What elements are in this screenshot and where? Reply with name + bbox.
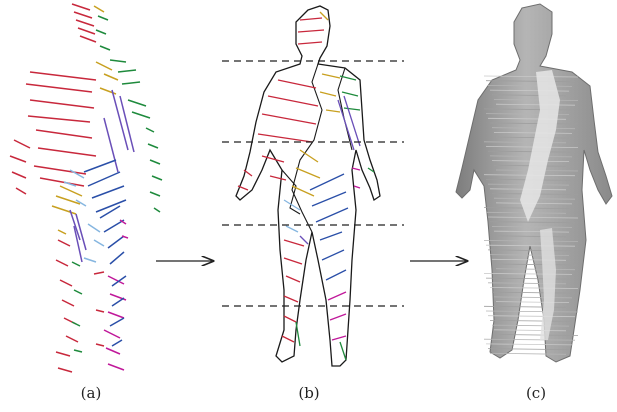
segment-a-18 <box>118 70 136 72</box>
segment-a-58 <box>58 240 70 246</box>
segment-a-45 <box>152 176 162 180</box>
segment-a-15 <box>104 74 118 80</box>
segment-a-54 <box>100 206 120 218</box>
segment-a-59 <box>56 260 68 266</box>
segment-a-9 <box>30 72 96 80</box>
segment-a-83 <box>94 272 104 274</box>
segment-a-63 <box>66 336 78 342</box>
segment-a-60 <box>60 280 72 286</box>
segment-a-35 <box>84 160 116 172</box>
segment-a-13 <box>36 130 92 138</box>
caption-c: (c) <box>506 384 566 402</box>
segment-a-27 <box>12 172 26 178</box>
caption-a: (a) <box>61 384 121 402</box>
segment-a-72 <box>108 312 124 318</box>
segment-a-52 <box>94 240 104 246</box>
segment-a-47 <box>154 208 160 212</box>
segment-a-51 <box>88 224 100 232</box>
segment-a-4 <box>80 36 96 42</box>
segment-a-8 <box>100 46 110 50</box>
segment-a-53 <box>84 258 96 262</box>
panel-a-scattered-segments <box>10 4 162 372</box>
segment-a-31 <box>40 178 84 186</box>
segment-a-10 <box>26 84 92 92</box>
segment-a-85 <box>96 344 104 346</box>
segment-a-79 <box>112 340 122 346</box>
segment-a-29 <box>38 148 96 156</box>
segment-a-55 <box>104 220 124 232</box>
segment-a-34 <box>52 206 76 214</box>
segment-a-2 <box>76 20 94 26</box>
segment-a-38 <box>96 200 126 212</box>
segment-a-43 <box>148 144 158 148</box>
segment-a-14 <box>96 62 112 70</box>
segment-a-3 <box>78 28 95 34</box>
figure-b-outline <box>236 6 380 366</box>
segment-a-42 <box>146 128 154 132</box>
segment-a-82 <box>58 230 66 234</box>
segment-a-68 <box>72 322 80 326</box>
panel-c-reconstructed-mesh <box>456 4 612 362</box>
segment-a-77 <box>112 298 124 306</box>
segment-b-27 <box>354 186 360 188</box>
segment-a-20 <box>128 100 146 106</box>
segment-a-21 <box>132 112 150 118</box>
segment-a-37 <box>92 186 124 198</box>
caption-b: (b) <box>279 384 339 402</box>
segment-a-74 <box>106 348 120 354</box>
segment-a-44 <box>150 160 160 164</box>
segment-a-84 <box>96 310 104 312</box>
segment-a-36 <box>88 172 120 186</box>
panel-b-outlined-figure <box>222 6 404 366</box>
segment-a-25 <box>14 140 30 148</box>
segment-a-66 <box>72 262 80 266</box>
segment-a-19 <box>122 82 140 84</box>
segment-a-5 <box>94 6 104 12</box>
segment-a-78 <box>110 318 124 326</box>
segment-a-46 <box>150 192 160 196</box>
segment-a-6 <box>98 16 108 20</box>
segment-a-0 <box>72 4 90 10</box>
segment-a-67 <box>74 290 82 294</box>
segment-a-12 <box>28 116 90 122</box>
segment-a-1 <box>74 12 92 18</box>
segment-a-65 <box>58 368 72 372</box>
segment-a-56 <box>108 236 124 248</box>
segment-a-26 <box>10 156 26 162</box>
segment-b-44 <box>296 322 300 346</box>
segment-a-76 <box>112 276 126 286</box>
segment-a-28 <box>16 188 26 194</box>
segment-a-61 <box>62 300 74 306</box>
segment-a-32 <box>60 186 82 196</box>
segment-a-11 <box>30 100 94 108</box>
segment-a-30 <box>34 166 86 174</box>
segment-a-57 <box>110 252 124 264</box>
segment-a-64 <box>56 352 70 356</box>
segment-b-26 <box>352 168 360 170</box>
segment-a-75 <box>108 364 124 370</box>
segment-a-69 <box>74 350 82 352</box>
segment-a-17 <box>110 60 126 62</box>
segment-a-7 <box>96 30 106 34</box>
segment-a-73 <box>104 330 120 338</box>
